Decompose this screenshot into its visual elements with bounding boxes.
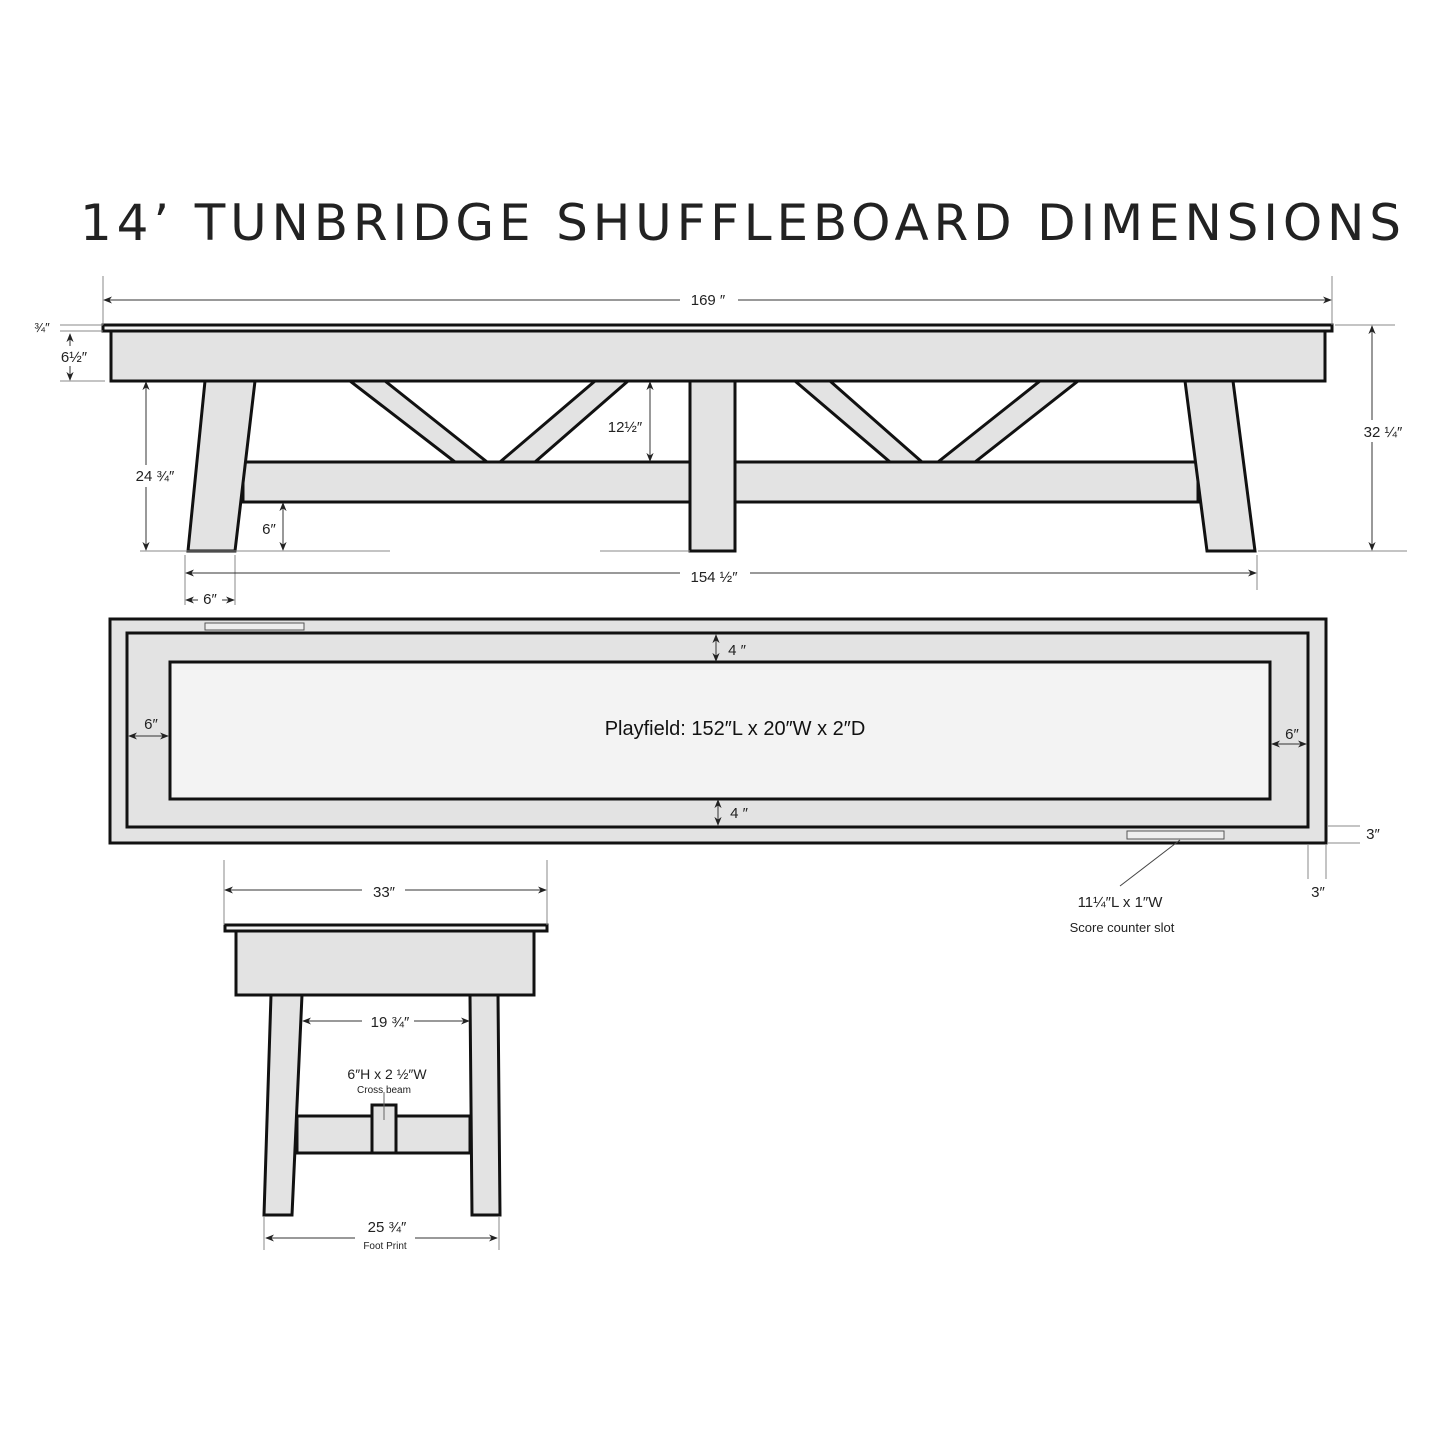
right-gutter-label: 6″ [1285,726,1299,743]
table-top [101,323,1334,333]
score-counter-slot [204,622,305,631]
brace-height-label: 12½″ [608,419,643,436]
playfield-label: Playfield: 152″L x 20″W x 2″D [605,718,866,740]
rail-width-label: 3″ [1366,826,1380,843]
end-view: 33″ 19 ¾″ 6″H x 2 ½″W Cross beam 25 ¾″ F… [223,860,549,1252]
playfield [168,660,1272,801]
apron-height-label: 6½″ [61,349,88,366]
top-thickness-label: ¾″ [34,320,50,335]
brace [790,379,926,464]
end-table-top [223,923,549,933]
end-apron [234,929,536,997]
footprint-width-label: 25 ¾″ [368,1219,407,1236]
left-gutter-label: 6″ [144,716,158,733]
end-width-label: 33″ [373,884,396,901]
diagram-title: 14’ TUNBRIDGE SHUFFLEBOARD DIMENSIONS [80,194,1405,252]
footprint-length-label: 154 ½″ [690,569,738,586]
overall-length-label: 169 ″ [691,292,726,309]
end-left-leg [262,993,304,1217]
bottom-gutter-label: 4 ″ [730,805,749,822]
stretcher-clearance-label: 6″ [262,521,276,538]
top-gutter-label: 4 ″ [728,642,747,659]
cross-beam-size-label: 6″H x 2 ½″W [347,1066,427,1082]
score-counter-slot [1126,830,1225,840]
end-right-leg [468,993,502,1217]
right-leg [1183,379,1257,553]
apron [109,329,1327,383]
brace [345,379,492,464]
brace [933,379,1083,464]
slot-size-label: 11¼″L x 1″W [1078,894,1164,911]
middle-leg [688,379,737,553]
inner-leg-span-label: 19 ¾″ [371,1014,410,1031]
top-view: Playfield: 152″L x 20″W x 2″D 4 ″ 4 ″ 6″… [108,617,1381,935]
overall-height-label: 32 ¼″ [1364,424,1403,441]
slot-label: Score counter slot [1070,920,1175,935]
footprint-label: Foot Print [363,1241,407,1252]
cross-beam-label: Cross beam [357,1085,411,1096]
side-view: 169 ″ ¾″ 6½″ 24 ¾″ 12½″ 6″ 32 ¼″ 154 ½″ … [34,276,1408,608]
rail-length-label: 3″ [1311,884,1325,901]
left-leg [186,379,257,553]
leg-height-label: 24 ¾″ [136,468,175,485]
leg-width-label: 6″ [203,591,217,608]
